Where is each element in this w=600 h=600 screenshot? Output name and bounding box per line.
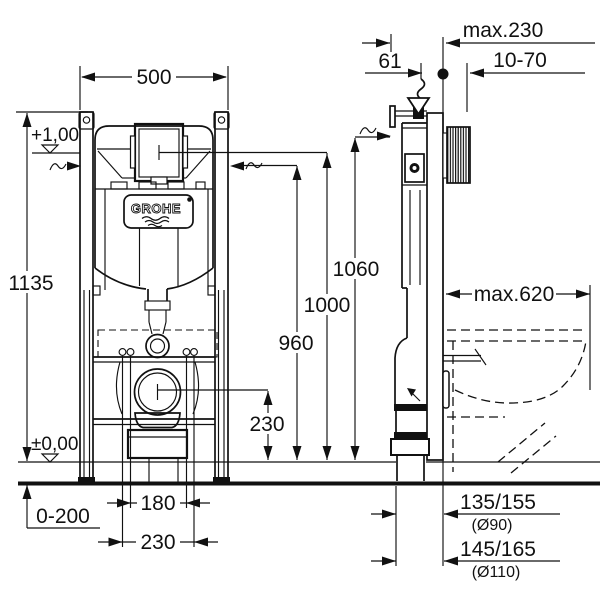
actuator-block xyxy=(442,126,471,184)
cross-members xyxy=(93,356,215,426)
side-view xyxy=(389,37,587,566)
dim-supply-offset: 61 xyxy=(362,34,422,78)
funnel-icon xyxy=(406,97,431,116)
svg-text:1135: 1135 xyxy=(8,272,53,295)
bolt-extension-lines xyxy=(121,356,195,547)
level-triangle-icon xyxy=(40,453,60,463)
reference-dot-icon xyxy=(437,68,449,80)
dim-frame-width: 500 xyxy=(79,65,229,110)
water-inlet-valve xyxy=(404,153,425,183)
svg-text:max.620: max.620 xyxy=(474,283,555,306)
level-marker-floor: ±0,00 xyxy=(31,434,78,463)
dim-height-1060: 1060 xyxy=(330,127,391,460)
dim-frame-height: 1135 xyxy=(5,111,88,461)
supply-squiggle-icon xyxy=(416,78,426,100)
supply-connection xyxy=(389,63,431,128)
svg-text:500: 500 xyxy=(136,66,171,89)
side-outlet-elbow xyxy=(390,337,450,481)
svg-text:0-200: 0-200 xyxy=(36,505,90,528)
side-cistern xyxy=(401,122,427,338)
dim-height-960: 960 xyxy=(230,161,320,460)
dim-bolt-outer: 230 xyxy=(98,531,218,554)
bowl-stud xyxy=(443,348,487,366)
svg-text:180: 180 xyxy=(140,492,175,515)
wave-icon xyxy=(141,216,170,221)
registered-mark-icon xyxy=(187,197,192,202)
waste-outlet xyxy=(115,361,200,483)
svg-text:10-70: 10-70 xyxy=(493,49,547,72)
right-foot xyxy=(213,477,230,484)
toilet-bowl-dashed xyxy=(447,329,587,474)
supply-arrow-icon xyxy=(377,131,391,141)
flow-arrow-icon xyxy=(407,388,416,397)
svg-text:+1,00: +1,00 xyxy=(31,125,79,146)
dim-outlet-height: 230 xyxy=(157,389,290,460)
svg-text:(Ø110): (Ø110) xyxy=(472,564,521,581)
dim-bolt-inner: 180 xyxy=(107,492,210,515)
svg-text:max.230: max.230 xyxy=(463,19,544,42)
svg-text:960: 960 xyxy=(278,332,313,355)
dim-drain-110: 145/165 (Ø110) xyxy=(371,538,560,581)
svg-text:135/155: 135/155 xyxy=(460,491,536,514)
svg-text:1000: 1000 xyxy=(304,294,351,317)
flush-pipe xyxy=(144,289,171,359)
side-rail xyxy=(426,112,444,461)
dim-floor-adjust: 0-200 xyxy=(22,485,100,529)
left-foot xyxy=(78,477,95,484)
cistern: GROHE xyxy=(94,122,214,290)
svg-text:61: 61 xyxy=(378,50,401,73)
support-bracket-dashed xyxy=(97,329,218,358)
wall-arrow-right-icon xyxy=(230,161,244,171)
dim-max-depth: max.230 xyxy=(437,19,595,80)
frame-rails xyxy=(78,111,230,484)
dim-plate-wall-range: 10-70 xyxy=(466,49,585,112)
grohe-logo: GROHE xyxy=(123,194,194,229)
svg-text:±0,00: ±0,00 xyxy=(31,434,78,455)
dim-bowl-depth: max.620 xyxy=(446,283,591,390)
level-marker-upper: +1,00 xyxy=(31,125,81,171)
svg-text:230: 230 xyxy=(140,531,175,554)
floor-lines xyxy=(18,461,600,486)
svg-text:(Ø90): (Ø90) xyxy=(472,517,513,534)
svg-text:230: 230 xyxy=(249,413,284,436)
svg-text:1060: 1060 xyxy=(333,258,380,281)
mounting-bolts xyxy=(118,348,198,356)
dim-height-1000: 1000 xyxy=(159,151,353,460)
flush-plate-frame xyxy=(129,122,189,185)
wall-arrow-left-icon xyxy=(67,161,81,171)
svg-text:145/165: 145/165 xyxy=(460,538,536,561)
dim-drain-90: 135/155 (Ø90) xyxy=(371,491,560,534)
level-triangle-icon xyxy=(40,144,60,154)
brand-text: GROHE xyxy=(131,201,181,216)
front-view: GROHE xyxy=(78,111,230,484)
